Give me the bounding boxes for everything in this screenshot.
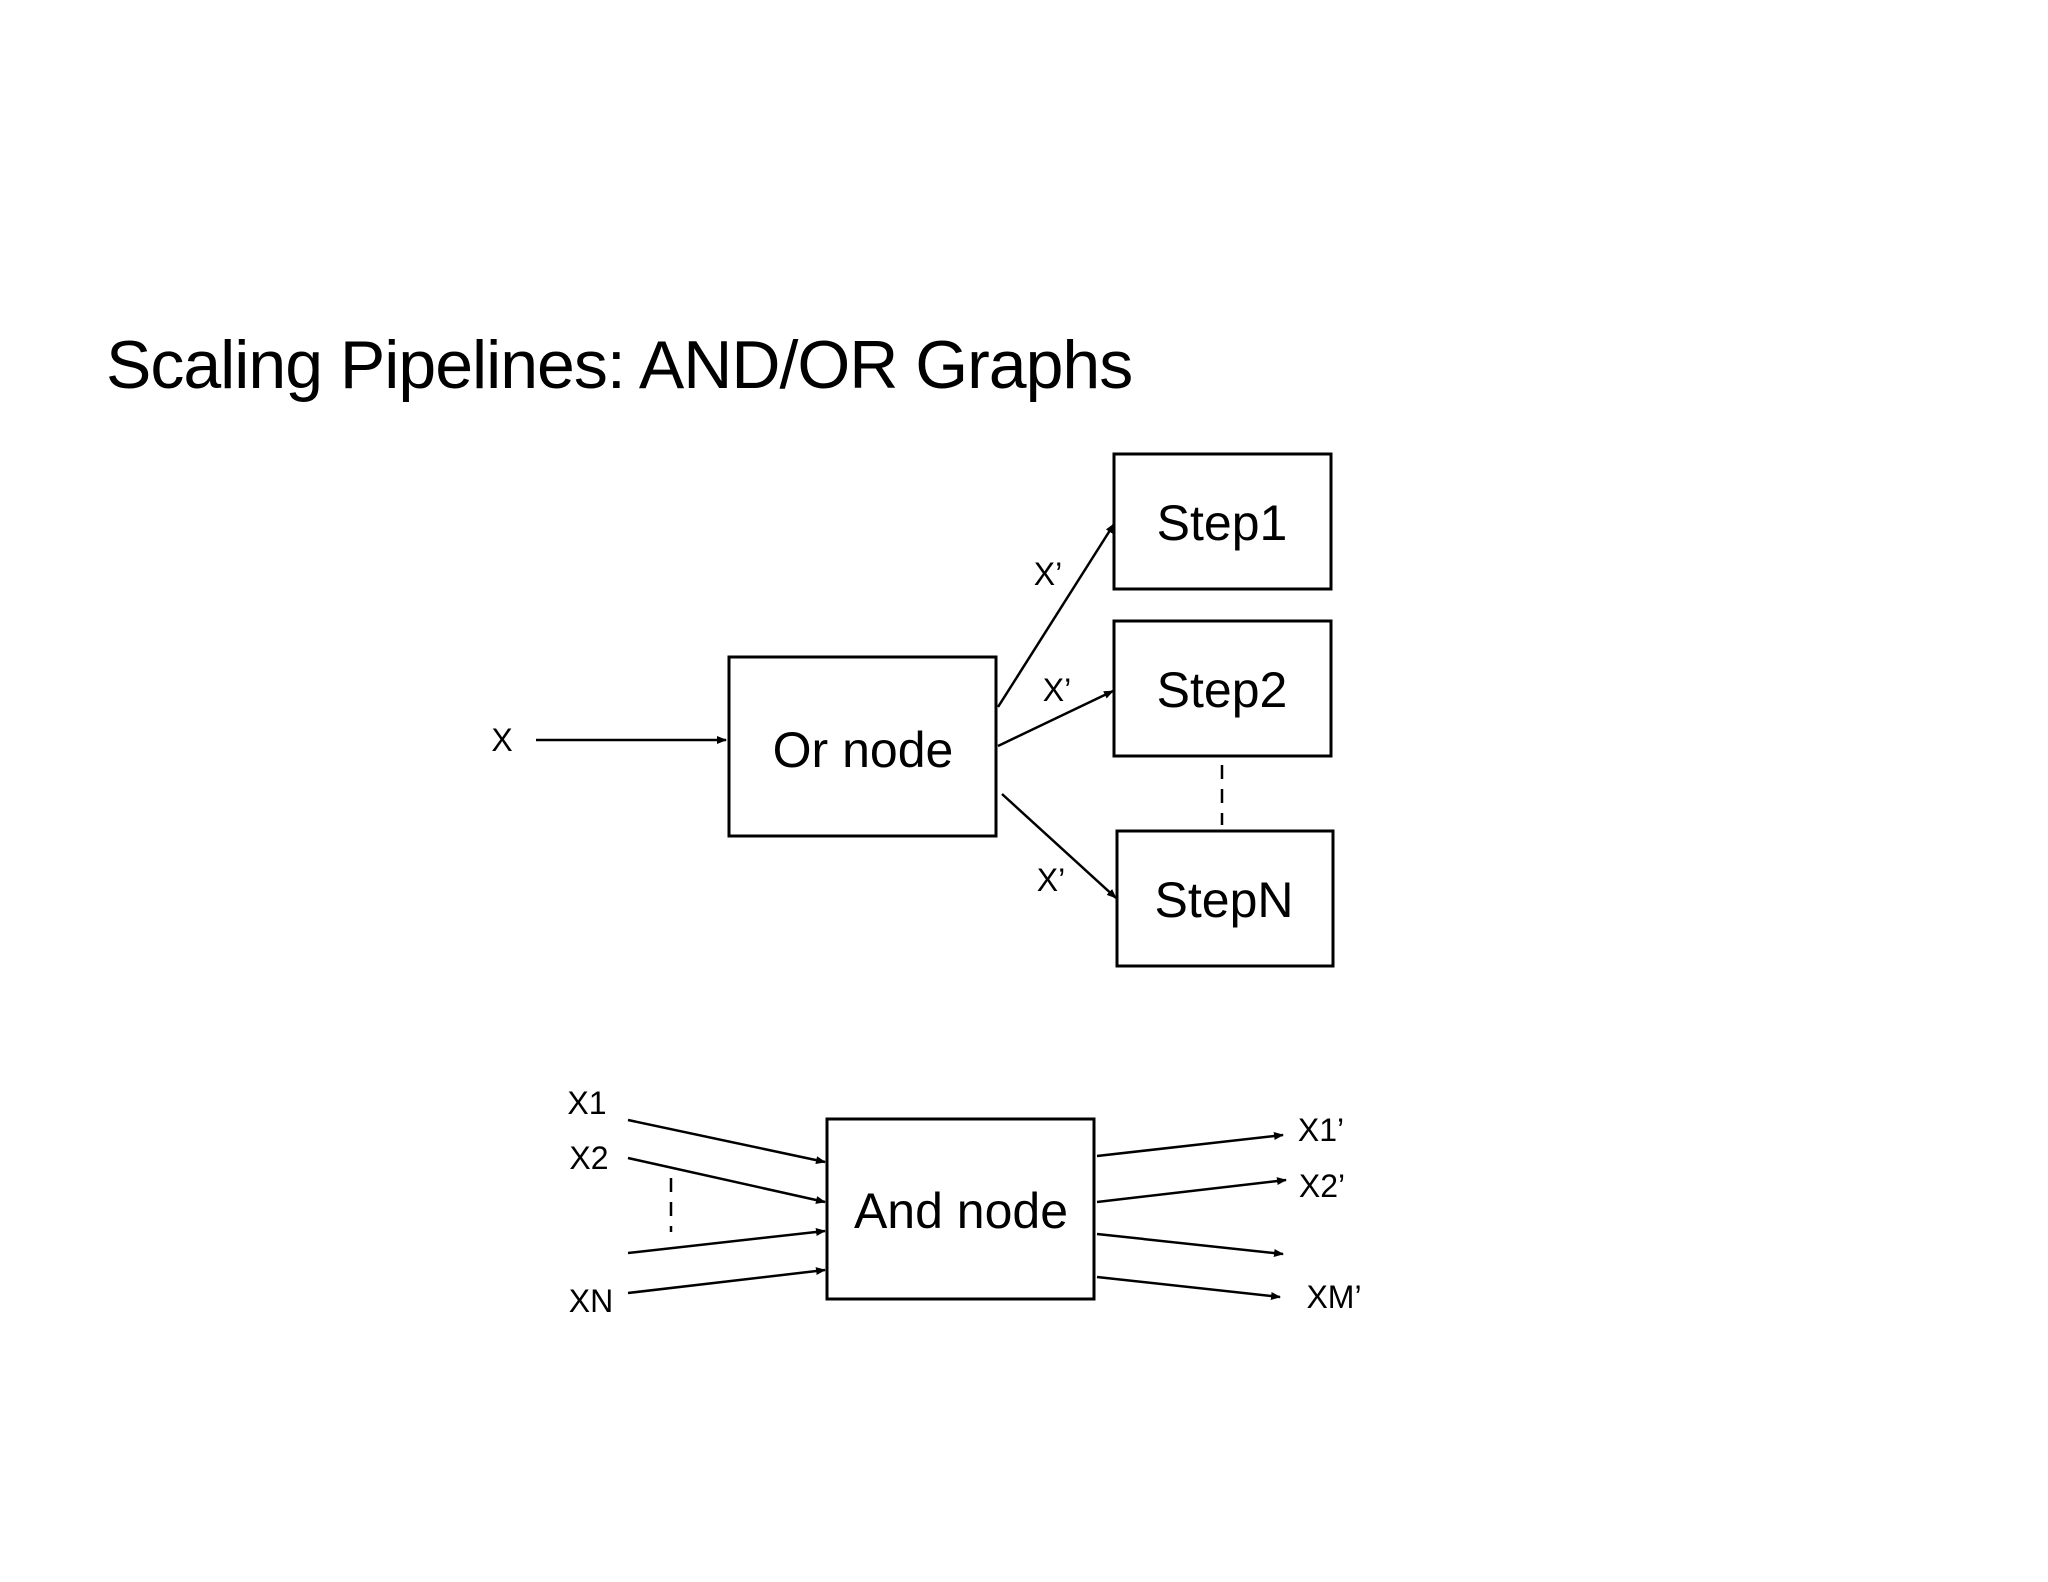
edge-to-stepn	[1001, 793, 1117, 899]
and-input-arrow-n	[627, 1267, 826, 1295]
and-output-label-x1: X1’	[1298, 1112, 1344, 1148]
edge-label-stepn: X’	[1037, 862, 1065, 898]
stepn-box	[1115, 829, 1335, 968]
and-input-arrow-1	[627, 1118, 826, 1165]
and-input-label-x1: X1	[567, 1085, 606, 1121]
step1-label: Step1	[1157, 495, 1288, 551]
step2-label: Step2	[1157, 662, 1288, 718]
edge-to-step1	[996, 523, 1116, 708]
and-graph: X1 X2 XN And node X1’ X2’ XM’	[567, 1085, 1361, 1319]
or-node-box	[727, 655, 998, 838]
and-output-arrow-2	[1096, 1177, 1287, 1204]
edge-to-step2	[997, 689, 1114, 748]
and-node-box	[825, 1117, 1096, 1301]
slide-title: Scaling Pipelines: AND/OR Graphs	[106, 327, 1133, 403]
or-graph: X Or node X’ X’ X’ Step1 Step2 StepN	[491, 452, 1335, 968]
and-node-label: And node	[854, 1183, 1068, 1239]
and-output-arrow-3	[1096, 1232, 1284, 1258]
and-output-label-x2: X2’	[1299, 1168, 1345, 1204]
or-input-label: X	[491, 722, 512, 758]
and-input-label-xn: XN	[569, 1283, 613, 1319]
and-input-arrow-3	[627, 1228, 826, 1255]
and-output-label-xm: XM’	[1306, 1279, 1361, 1315]
step2-box	[1112, 619, 1333, 758]
and-input-label-x2: X2	[569, 1140, 608, 1176]
and-output-arrow-1	[1096, 1132, 1284, 1158]
stepn-label: StepN	[1155, 872, 1294, 928]
edge-label-step1: X’	[1034, 556, 1062, 592]
edge-label-step2: X’	[1043, 672, 1071, 708]
step1-box	[1112, 452, 1333, 591]
or-node-label: Or node	[773, 722, 954, 778]
and-input-arrow-2	[627, 1156, 826, 1204]
and-output-arrow-m	[1096, 1275, 1281, 1300]
